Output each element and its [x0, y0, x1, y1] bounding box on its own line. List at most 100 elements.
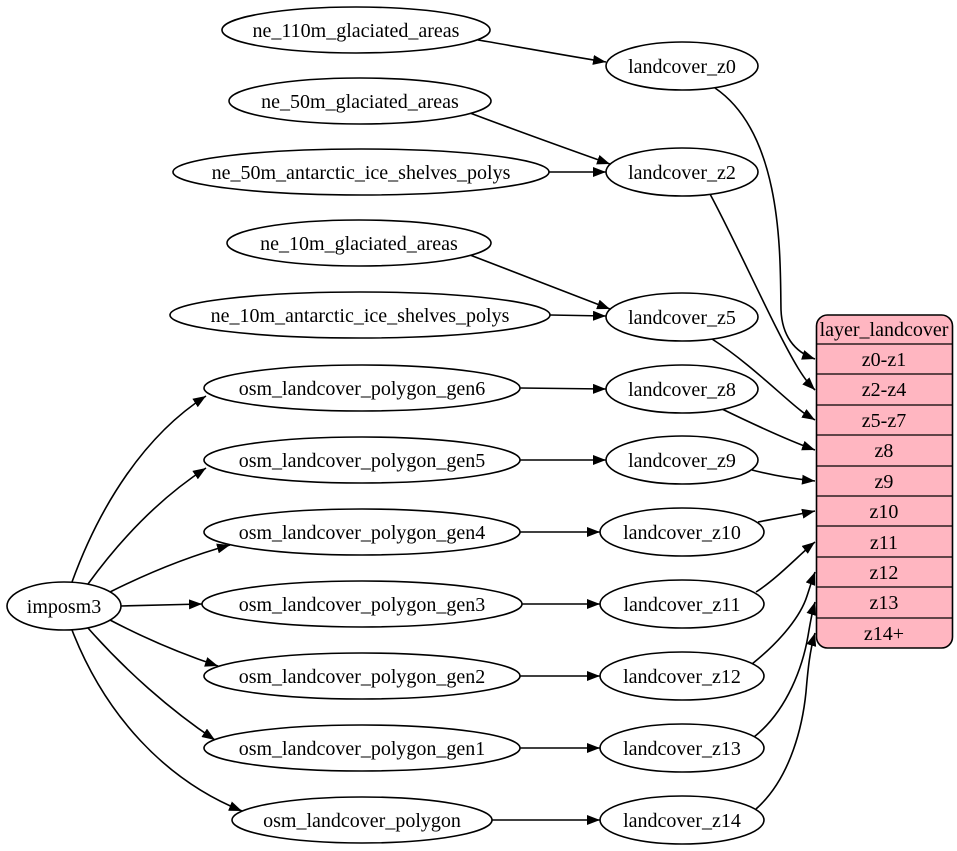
node-ellipse	[226, 219, 492, 267]
node-ellipse	[599, 507, 765, 557]
record-row-z10: z10	[870, 501, 899, 523]
node-ellipse	[221, 6, 491, 54]
edge-ne_50m_glaciated_areas-landcover_z2	[469, 112, 611, 165]
node-landcover_z14: landcover_z14	[599, 795, 765, 845]
edge-landcover_z2-row-z2-z4	[709, 193, 816, 391]
node-ellipse	[231, 796, 493, 844]
record-row-z8: z8	[875, 440, 894, 462]
node-ellipse	[605, 364, 759, 414]
node-label: imposm3	[27, 596, 101, 618]
node-label: ne_110m_glaciated_areas	[253, 20, 460, 42]
edge-landcover_z12-row-z12	[751, 571, 816, 665]
node-landcover_z10: landcover_z10	[599, 507, 765, 557]
node-ne_10m_glaciated_areas: ne_10m_glaciated_areas	[226, 219, 492, 267]
node-ne_50m_glaciated_areas: ne_50m_glaciated_areas	[228, 77, 492, 125]
node-label: osm_landcover_polygon_gen5	[239, 450, 486, 472]
edge-landcover_z8-row-z8	[721, 408, 816, 451]
node-label: ne_50m_antarctic_ice_shelves_polys	[212, 162, 511, 184]
node-label: landcover_z9	[628, 450, 736, 472]
edge-imposm3-osm_landcover_polygon_gen2	[109, 619, 219, 667]
node-osm_landcover_polygon_gen2: osm_landcover_polygon_gen2	[203, 652, 521, 700]
edge-osm_landcover_polygon_gen6-landcover_z8	[519, 383, 607, 394]
node-label: osm_landcover_polygon_gen3	[239, 594, 486, 616]
node-ellipse	[203, 508, 521, 556]
record-row-z0-z1: z0-z1	[862, 349, 906, 371]
record-background	[815, 314, 954, 649]
edge-landcover_z14-row-z14plus	[755, 632, 817, 810]
node-ellipse	[201, 580, 523, 628]
edge-imposm3-osm_landcover_polygon_gen5	[87, 467, 207, 585]
edge-ne_10m_antarctic_ice_shelves_polys-landcover_z5	[549, 310, 607, 321]
node-ellipse	[203, 652, 521, 700]
node-label: landcover_z12	[623, 666, 741, 688]
node-ellipse	[599, 579, 765, 629]
record-row-z2-z4: z2-z4	[862, 379, 906, 401]
node-landcover_z2: landcover_z2	[605, 147, 759, 197]
edge-landcover_z5-row-z5-z7	[711, 338, 816, 421]
node-ne_110m_glaciated_areas: ne_110m_glaciated_areas	[221, 6, 491, 54]
node-osm_landcover_polygon: osm_landcover_polygon	[231, 796, 493, 844]
node-label: landcover_z13	[623, 738, 741, 760]
edge-layer	[71, 39, 817, 825]
node-osm_landcover_polygon_gen5: osm_landcover_polygon_gen5	[203, 436, 521, 484]
node-ellipse	[599, 723, 765, 773]
node-ne_10m_antarctic_ice_shelves_polys: ne_10m_antarctic_ice_shelves_polys	[169, 291, 551, 339]
node-label: ne_10m_glaciated_areas	[260, 233, 458, 255]
node-ellipse	[172, 148, 550, 196]
node-landcover_z9: landcover_z9	[605, 435, 759, 485]
edge-landcover_z10-row-z10	[757, 508, 816, 523]
record-row-z5-z7: z5-z7	[862, 410, 906, 432]
node-ellipse	[228, 77, 492, 125]
edge-landcover_z9-row-z9	[751, 469, 816, 485]
node-ellipse	[605, 41, 759, 91]
node-label: landcover_z0	[628, 56, 736, 78]
node-label: osm_landcover_polygon_gen4	[239, 522, 486, 544]
node-landcover_z0: landcover_z0	[605, 41, 759, 91]
edge-imposm3-osm_landcover_polygon_gen6	[71, 395, 207, 583]
node-ellipse	[203, 364, 521, 412]
node-ellipse	[203, 724, 521, 772]
edge-imposm3-osm_landcover_polygon_gen4	[109, 543, 231, 593]
record-row-z11: z11	[870, 532, 898, 554]
edge-imposm3-osm_landcover_polygon_gen3	[120, 599, 203, 610]
record-row-z13: z13	[870, 592, 899, 614]
node-label: landcover_z11	[624, 594, 741, 616]
edge-ne_10m_glaciated_areas-landcover_z5	[469, 254, 611, 310]
edge-ne_110m_glaciated_areas-landcover_z0	[477, 39, 607, 65]
node-ellipse	[599, 651, 765, 701]
node-landcover_z8: landcover_z8	[605, 364, 759, 414]
node-landcover_z12: landcover_z12	[599, 651, 765, 701]
node-label: ne_10m_antarctic_ice_shelves_polys	[211, 305, 510, 327]
node-osm_landcover_polygon_gen1: osm_landcover_polygon_gen1	[203, 724, 521, 772]
record-title: layer_landcover	[820, 319, 949, 341]
node-ellipse	[169, 291, 551, 339]
node-osm_landcover_polygon_gen3: osm_landcover_polygon_gen3	[201, 580, 523, 628]
node-label: osm_landcover_polygon	[263, 810, 461, 832]
record-row-z14plus: z14+	[864, 623, 904, 645]
node-landcover_z13: landcover_z13	[599, 723, 765, 773]
node-ellipse	[203, 436, 521, 484]
node-label: landcover_z2	[628, 162, 736, 184]
node-ellipse	[6, 581, 122, 631]
node-osm_landcover_polygon_gen4: osm_landcover_polygon_gen4	[203, 508, 521, 556]
node-imposm3: imposm3	[6, 581, 122, 631]
node-label: landcover_z8	[628, 379, 736, 401]
node-label: osm_landcover_polygon_gen1	[239, 738, 486, 760]
edge-landcover_z0-row-z0-z1	[714, 87, 816, 360]
node-label: osm_landcover_polygon_gen6	[239, 378, 486, 400]
node-osm_landcover_polygon_gen6: osm_landcover_polygon_gen6	[203, 364, 521, 412]
edge-landcover_z11-row-z11	[755, 541, 816, 593]
record-row-z12: z12	[870, 562, 899, 584]
node-label: osm_landcover_polygon_gen2	[239, 666, 486, 688]
edge-imposm3-osm_landcover_polygon_gen1	[87, 627, 216, 741]
edge-landcover_z13-row-z13	[753, 601, 817, 738]
node-ellipse	[599, 795, 765, 845]
edge-imposm3-osm_landcover_polygon	[71, 629, 243, 812]
node-landcover_z5: landcover_z5	[605, 292, 759, 342]
node-ellipse	[605, 435, 759, 485]
record-layer_landcover: layer_landcover z0-z1 z2-z4 z5-z7 z8 z9 …	[815, 314, 954, 649]
node-label: landcover_z10	[623, 522, 741, 544]
node-ne_50m_antarctic_ice_shelves_polys: ne_50m_antarctic_ice_shelves_polys	[172, 148, 550, 196]
